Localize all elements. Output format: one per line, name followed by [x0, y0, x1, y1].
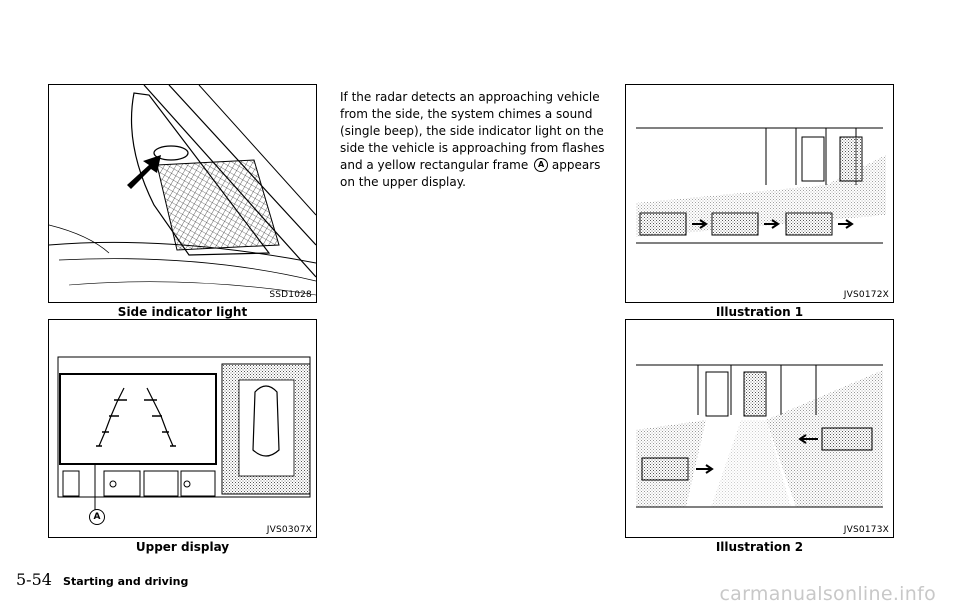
figure-caption: Illustration 2 — [715, 540, 804, 554]
figure-code: JVS0307X — [266, 525, 312, 535]
upper-display-figure: A JVS0307X — [48, 319, 317, 538]
body-paragraph: If the radar detects an approaching vehi… — [340, 89, 606, 191]
callout-a-marker: A — [534, 158, 549, 172]
body-text-before: If the radar detects an approaching vehi… — [340, 90, 605, 172]
watermark: carmanualsonline.info — [719, 583, 936, 605]
page-footer: 5-54 Starting and driving — [16, 570, 188, 589]
figure-caption: Illustration 1 — [715, 305, 804, 319]
illustration-2-figure: JVS0173X — [625, 319, 894, 538]
callout-a-label: A — [89, 509, 105, 525]
illustration-1-figure: JVS0172X — [625, 84, 894, 303]
illustration-2-drawing — [636, 364, 883, 508]
page-number: 5-54 — [16, 570, 52, 589]
figure-caption: Side indicator light — [117, 305, 248, 319]
body-text-after: appears on the upper display. — [340, 158, 601, 189]
upper-display-drawing — [57, 356, 311, 510]
figure-code: JVS0172X — [843, 290, 889, 300]
side-indicator-figure: SSD1028 — [48, 84, 317, 303]
figure-caption: Upper display — [135, 540, 230, 554]
figure-code: SSD1028 — [269, 290, 312, 300]
figure-code: JVS0173X — [843, 525, 889, 535]
illustration-1-drawing — [636, 127, 886, 244]
side-indicator-drawing — [49, 85, 316, 296]
section-title: Starting and driving — [63, 575, 189, 588]
